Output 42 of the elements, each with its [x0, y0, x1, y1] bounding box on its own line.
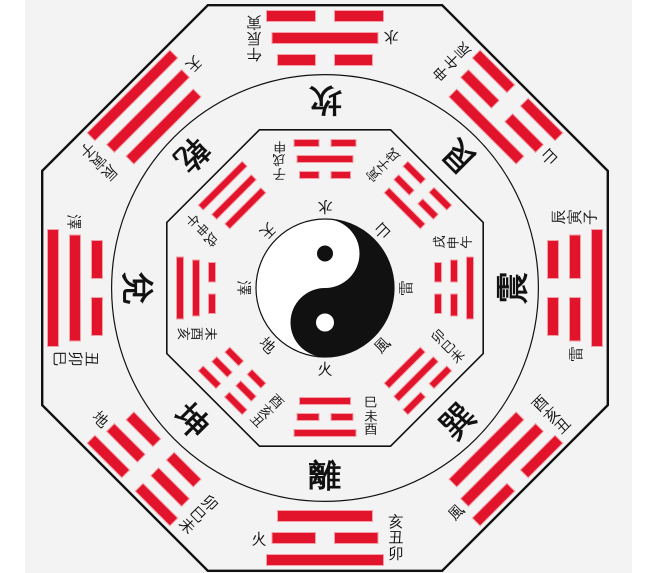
trigram-name: 兌 [120, 272, 154, 304]
nature-label: 風 [446, 502, 468, 524]
nature-label: 火 [252, 532, 266, 548]
trigram-name: 離 [309, 459, 341, 493]
branch-label: 戌申午 [181, 209, 222, 250]
branch-label: 未酉亥 [176, 326, 216, 342]
nature-label: 水 [384, 28, 398, 44]
nature-label: 雷 [569, 346, 585, 362]
nature-label: 地 [256, 335, 278, 357]
outer-octagon [41, 4, 609, 572]
branch-label: 酉亥丑 [246, 392, 286, 432]
nature-label: 地 [89, 408, 111, 430]
nature-label: 澤 [235, 280, 251, 296]
trigram-name: 坎 [309, 83, 341, 117]
branch-label: 辰寅子 [74, 138, 122, 184]
branch-label: 卯巳未 [175, 492, 222, 538]
branch-label: 午辰寅 [246, 14, 262, 62]
branch-label: 戌申午 [434, 234, 474, 250]
branch-label: 丑卯巳 [51, 350, 99, 368]
nature-label: 澤 [65, 214, 81, 230]
nature-label: 風 [372, 335, 394, 357]
trigram-name: 巽 [434, 398, 482, 444]
nature-label: 水 [318, 198, 332, 214]
branch-label: 巳未酉 [364, 396, 378, 438]
nature-label: 火 [318, 362, 332, 378]
nature-label: 雷 [399, 280, 415, 296]
branch-label: 寅子戌 [364, 144, 404, 184]
trigram-name: 艮 [434, 132, 482, 178]
branch-label: 酉亥丑 [528, 392, 576, 438]
nature-label: 山 [372, 219, 394, 241]
branch-label: 辰寅子 [551, 208, 599, 226]
branch-label: 亥丑卯 [388, 514, 404, 562]
nature-label: 天 [256, 219, 278, 241]
trigram-name: 乾 [168, 132, 216, 178]
branch-label: 子戌申 [272, 138, 286, 180]
branch-label: 卯巳未 [428, 326, 469, 367]
trigram-name: 坤 [168, 398, 216, 444]
nature-label: 天 [182, 52, 204, 74]
trigram-name: 震 [496, 272, 530, 304]
inner-octagon [166, 129, 484, 447]
nature-label: 山 [539, 146, 561, 168]
branch-label: 申午辰 [428, 38, 475, 84]
